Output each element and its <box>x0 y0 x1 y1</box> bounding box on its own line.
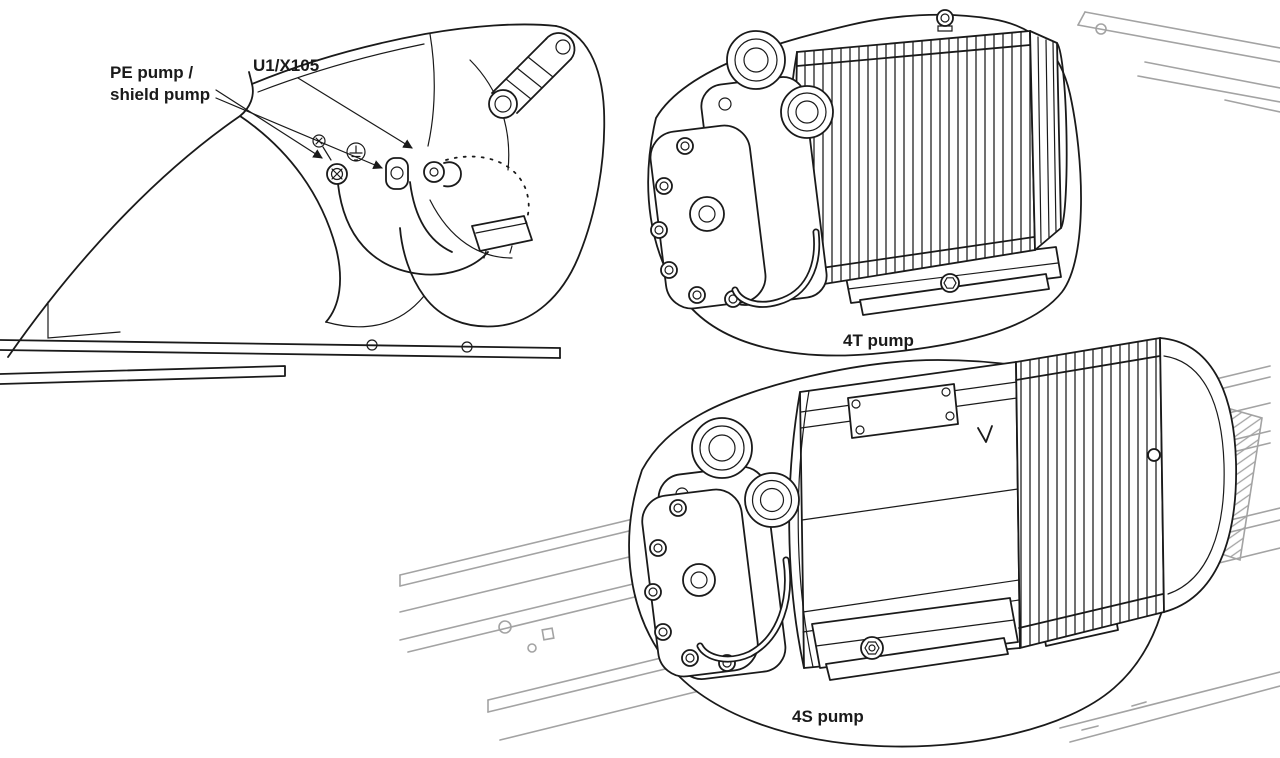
pump-4t-motor <box>785 9 1068 291</box>
left-frame-rail <box>0 301 561 385</box>
pe-cable <box>337 183 489 276</box>
pump-4s-head <box>641 417 800 680</box>
label-4s-pump: 4S pump <box>792 707 864 726</box>
mounting-tabs <box>385 157 462 190</box>
pump-4t-drawing: 4T pump <box>647 9 1082 357</box>
pump-4t-head <box>649 30 834 310</box>
label-pe-pump-line2: shield pump <box>110 85 210 104</box>
pump-4s-motor <box>788 336 1237 669</box>
dashed-cable-route <box>445 155 530 245</box>
callout-leaders <box>215 77 413 170</box>
earth-ground-icon <box>346 142 366 162</box>
housing-assembly-drawing: PE pump / shield pump U1/X105 <box>0 23 606 385</box>
pump-4s-pipe <box>696 556 791 663</box>
label-u1-x105: U1/X105 <box>253 56 319 75</box>
leader-arrow-pe-1 <box>215 89 323 159</box>
pump-4t-eyebolt <box>936 9 954 32</box>
leader-arrow-u1x105 <box>297 77 413 149</box>
pump-4s-front-foot <box>811 597 1019 681</box>
pump-4s-terminal-plate <box>847 383 959 439</box>
pe-ground-terminal <box>312 134 366 185</box>
leader-arrow-pe-2 <box>215 97 383 170</box>
pump-4t-ports <box>726 30 834 139</box>
label-4t-pump: 4T pump <box>843 331 914 350</box>
pump-4s-drawing: 4S pump <box>628 336 1237 748</box>
pump-4s-v-mark <box>977 425 993 443</box>
pump-4t-pipe <box>731 228 821 308</box>
pump-4s-hex-bolts <box>644 499 736 672</box>
connector-plug <box>488 32 576 119</box>
relay-box <box>471 215 533 259</box>
pump-4s-ports <box>691 417 800 528</box>
label-pe-pump-line1: PE pump / <box>110 63 193 82</box>
